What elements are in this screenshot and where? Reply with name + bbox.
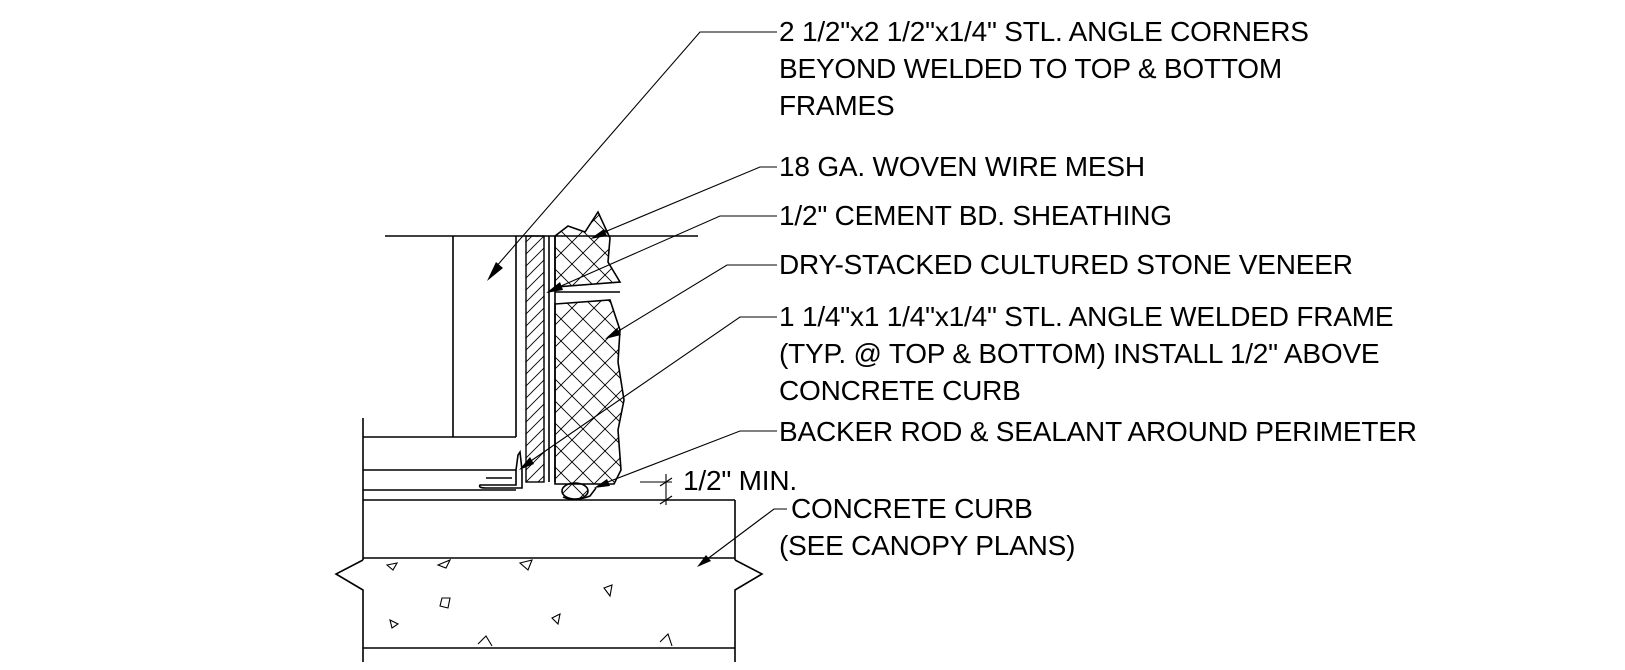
note-line: BACKER ROD & SEALANT AROUND PERIMETER: [779, 416, 1417, 447]
note-half-inch-min: 1/2" MIN.: [683, 465, 797, 496]
leader-backer-rod: [594, 430, 777, 488]
stone-veneer-main: [554, 291, 625, 485]
leader-angle-frame: [519, 316, 777, 470]
leader-stone-veneer: [605, 264, 777, 339]
note-line: DRY-STACKED CULTURED STONE VENEER: [779, 249, 1353, 280]
note-line: 1/2" CEMENT BD. SHEATHING: [779, 200, 1172, 231]
backer-rod-sealant: [561, 482, 597, 501]
note-line: 2 1/2"x2 1/2"x1/4" STL. ANGLE CORNERS: [779, 16, 1309, 47]
note-line: (TYP. @ TOP & BOTTOM) INSTALL 1/2" ABOVE: [779, 338, 1379, 369]
leader-concrete-curb: [697, 508, 787, 567]
note-line: CONCRETE CURB: [791, 493, 1033, 524]
concrete-curb: [334, 499, 764, 662]
steel-angle-bottom: [478, 449, 523, 489]
note-line: 18 GA. WOVEN WIRE MESH: [779, 151, 1145, 182]
note-line: BEYOND WELDED TO TOP & BOTTOM: [779, 53, 1282, 84]
note-angle-corners: 2 1/2"x2 1/2"x1/4" STL. ANGLE CORNERS BE…: [779, 16, 1309, 121]
note-line: (SEE CANOPY PLANS): [779, 530, 1075, 561]
note-line: 1/2" MIN.: [683, 465, 797, 496]
note-wire-mesh: 18 GA. WOVEN WIRE MESH: [779, 151, 1145, 182]
leader-wire-mesh: [590, 166, 777, 239]
note-concrete-curb: CONCRETE CURB (SEE CANOPY PLANS): [779, 493, 1075, 561]
note-line: CONCRETE CURB: [779, 375, 1021, 406]
half-inch-dimension: [640, 474, 673, 505]
stone-veneer-top: [554, 210, 622, 288]
cement-board-sheathing: [525, 235, 556, 483]
leader-cement-board: [546, 215, 777, 293]
note-line: FRAMES: [779, 90, 894, 121]
note-line: 1 1/4"x1 1/4"x1/4" STL. ANGLE WELDED FRA…: [779, 301, 1393, 332]
note-backer-rod: BACKER ROD & SEALANT AROUND PERIMETER: [779, 416, 1417, 447]
note-stone-veneer: DRY-STACKED CULTURED STONE VENEER: [779, 249, 1353, 280]
note-cement-board: 1/2" CEMENT BD. SHEATHING: [779, 200, 1172, 231]
note-angle-frame: 1 1/4"x1 1/4"x1/4" STL. ANGLE WELDED FRA…: [779, 301, 1394, 406]
leader-angle-corners: [487, 31, 777, 281]
